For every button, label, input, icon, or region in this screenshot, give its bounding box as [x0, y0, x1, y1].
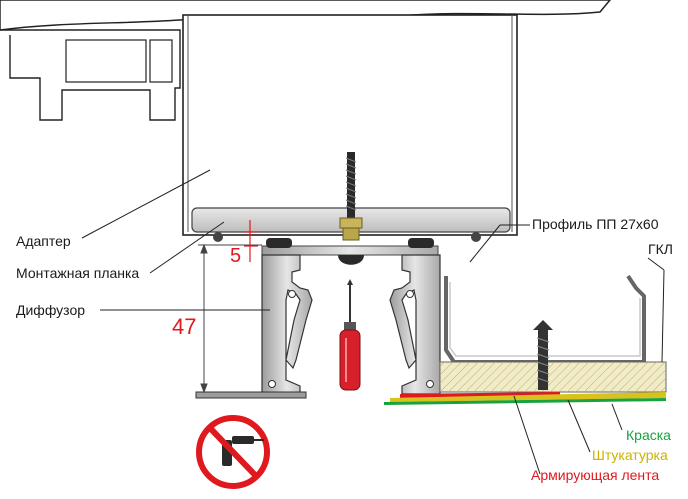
- gkl-board-hatch: [440, 362, 666, 392]
- no-drill-icon: [196, 415, 270, 489]
- drywall-screw: [533, 320, 553, 390]
- dimension-47: [198, 243, 262, 394]
- threaded-rod: [347, 152, 355, 220]
- rod-nut: [339, 217, 363, 229]
- diffuser-center-clip: [338, 255, 364, 265]
- label-mounting-plate: Монтажная планка: [16, 265, 139, 281]
- left-profile-hole: [268, 380, 276, 388]
- label-gkl: ГКЛ: [648, 241, 673, 257]
- label-paint: Краска: [626, 427, 671, 443]
- duct-outline: [0, 29, 181, 121]
- right-profile-hole: [426, 380, 434, 388]
- right-profile-hole: [406, 290, 414, 298]
- dimension-gap-value: 5: [230, 245, 241, 267]
- plaster-layer: [390, 392, 666, 402]
- label-plaster: Штукатурка: [592, 447, 668, 463]
- dimension-height-value: 47: [172, 314, 196, 339]
- rod-nut: [342, 227, 360, 241]
- plate-bolt: [471, 232, 481, 242]
- diffuser-bottom-flange: [195, 391, 307, 399]
- plate-bolt: [213, 232, 223, 242]
- duct-panel: [65, 39, 147, 83]
- left-diffuser-profile: [261, 254, 313, 395]
- left-clip: [266, 238, 292, 248]
- right-diffuser-profile: [389, 254, 441, 395]
- leader-lines: [81, 169, 665, 475]
- paint-layer: [384, 398, 666, 405]
- dimension-5: [244, 220, 258, 262]
- duct-panel-inner: [149, 39, 173, 83]
- label-adapter: Адаптер: [16, 233, 71, 249]
- right-clip: [408, 238, 434, 248]
- label-diffuser: Диффузор: [16, 302, 85, 318]
- label-profile: Профиль ПП 27х60: [532, 216, 659, 232]
- profile-pp-inner: [449, 282, 641, 357]
- rod-thread: [345, 157, 357, 211]
- left-profile-hole: [288, 290, 296, 298]
- screwdriver: [339, 279, 361, 391]
- label-tape: Армирующая лента: [531, 467, 659, 483]
- screwdriver-handle: [339, 329, 361, 391]
